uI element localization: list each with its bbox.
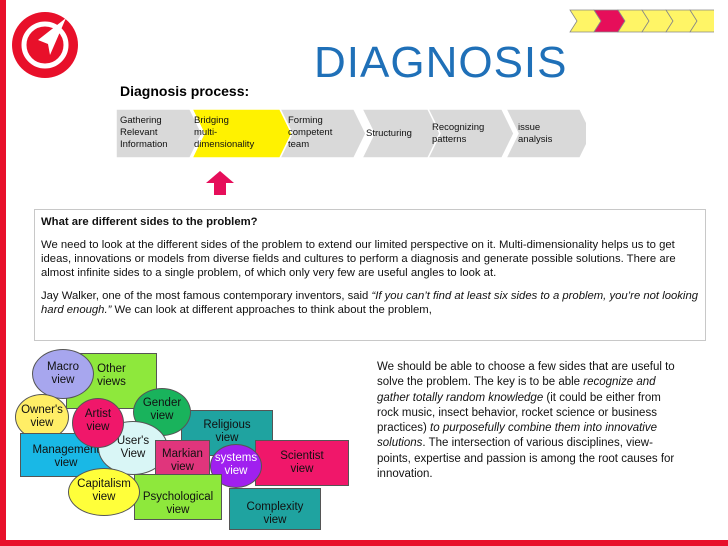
process-step-label: Structuring xyxy=(366,128,412,139)
process-flow xyxy=(116,108,586,159)
shape-systems-view: systems view xyxy=(210,444,262,488)
shape-complexity-view: Complexity view xyxy=(229,488,321,530)
content-box: What are different sides to the problem?… xyxy=(34,209,706,341)
section-subtitle: Diagnosis process: xyxy=(120,83,250,99)
shape-owners-view: Owner's view xyxy=(15,394,69,440)
bottom-accent-bar xyxy=(0,540,728,546)
shape-scientist-view: Scientist view xyxy=(255,440,349,486)
shape-artist-view: Artist view xyxy=(72,398,124,448)
side-note: We should be able to choose a few sides … xyxy=(377,361,675,481)
process-step-shape xyxy=(504,108,586,159)
process-step-label: Gathering Relevant Information xyxy=(120,115,168,150)
process-step-label: Recognizing patterns xyxy=(432,122,485,145)
process-step-shape xyxy=(426,108,515,159)
shape-psychological-view: Psychological view xyxy=(134,474,222,520)
page-title: DIAGNOSIS xyxy=(314,38,568,87)
logo-icon xyxy=(12,12,78,78)
current-step-marker-icon xyxy=(206,171,234,195)
process-step-shape xyxy=(278,108,367,159)
content-paragraph-2: Jay Walker, one of the most famous conte… xyxy=(41,290,699,316)
shape-macro-view: Macro view xyxy=(32,349,94,399)
website-link[interactable]: www.ysei.org xyxy=(373,524,444,536)
process-step-shape xyxy=(116,108,203,159)
shape-capitalism-view: Capitalism view xyxy=(68,468,140,516)
content-paragraph-1: We need to look at the different sides o… xyxy=(41,239,676,279)
left-accent-bar xyxy=(0,0,6,546)
progress-tabs xyxy=(569,9,714,33)
process-labels: Gathering Relevant Information Bridging m… xyxy=(116,108,586,160)
content-question: What are different sides to the problem? xyxy=(41,216,258,228)
progress-tab xyxy=(689,9,714,33)
process-step-label: issue analysis xyxy=(518,122,553,145)
process-step-label: Forming competent team xyxy=(288,115,333,150)
process-step-label: Bridging multi- dimensionality xyxy=(194,115,255,150)
shape-gender-view: Gender view xyxy=(133,388,191,436)
